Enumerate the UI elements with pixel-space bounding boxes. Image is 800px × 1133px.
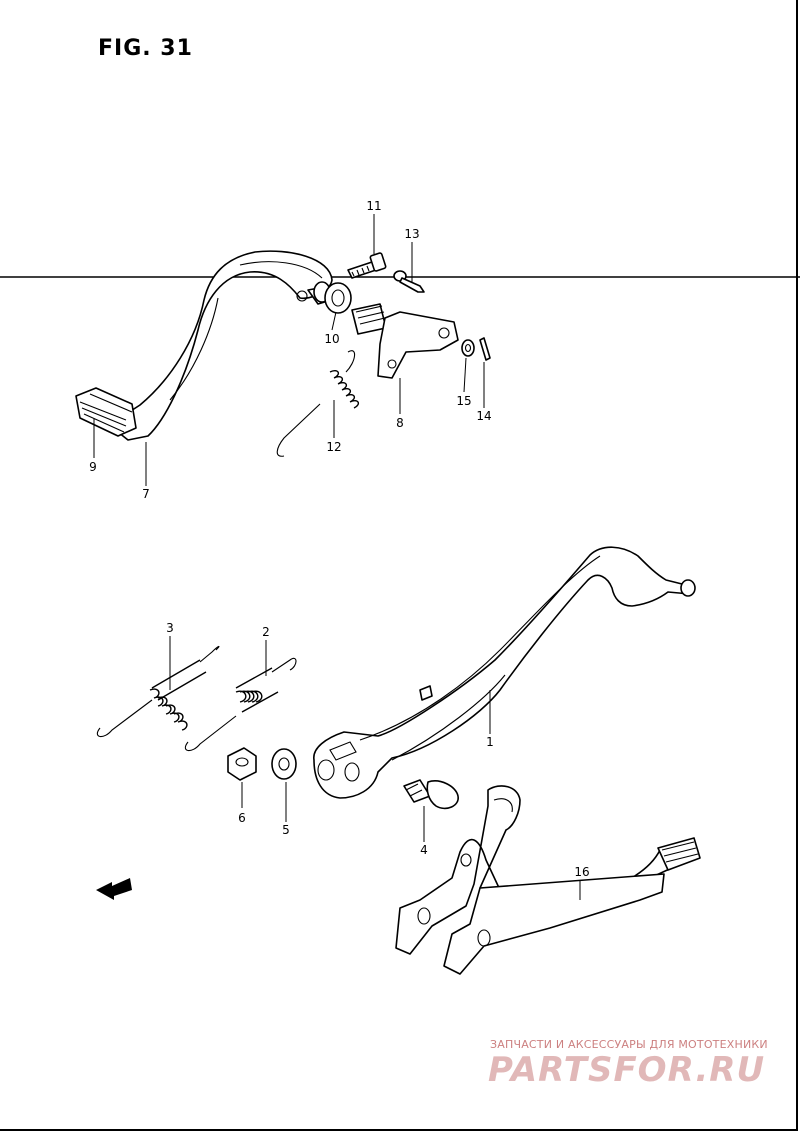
watermark-logo: PARTSFOR.RU <box>488 1050 766 1090</box>
callout-13: 13 <box>404 227 419 241</box>
pin-13 <box>393 270 425 293</box>
side-stand-1 <box>313 546 696 799</box>
spring-2 <box>184 657 297 752</box>
callout-5: 5 <box>282 823 290 837</box>
washer-15 <box>461 339 475 357</box>
callout-12: 12 <box>326 440 341 454</box>
callout-15: 15 <box>456 394 471 408</box>
callout-14: 14 <box>476 409 491 423</box>
callout-11: 11 <box>366 199 381 213</box>
pedal-rubber-9 <box>75 387 137 437</box>
front-arrow-icon <box>96 878 132 900</box>
return-spring-12 <box>276 350 360 457</box>
callout-2: 2 <box>262 625 270 639</box>
callout-8: 8 <box>396 416 404 430</box>
callout-10: 10 <box>324 332 339 346</box>
stand-bolt-4 <box>403 779 459 810</box>
callout-7: 7 <box>142 487 150 501</box>
leader-lines <box>93 214 581 900</box>
callout-9: 9 <box>89 460 97 474</box>
center-stand-16 <box>395 785 701 975</box>
brake-pedal-7 <box>117 250 333 441</box>
callout-numbers: 11 13 10 8 15 14 12 9 7 3 2 1 6 5 4 16 <box>89 199 589 879</box>
callout-6: 6 <box>238 811 246 825</box>
cotter-pin-14 <box>479 337 491 361</box>
washer-10 <box>324 282 352 314</box>
washer-5 <box>271 748 297 780</box>
nut-6 <box>227 747 257 781</box>
watermark-caption: ЗАПЧАСТИ И АКСЕССУАРЫ ДЛЯ МОТОТЕХНИКИ <box>490 1038 768 1051</box>
callout-4: 4 <box>420 843 428 857</box>
figure-title: FIG. 31 <box>98 36 193 61</box>
spring-3 <box>96 645 220 738</box>
callout-1: 1 <box>486 735 494 749</box>
callout-16: 16 <box>574 865 589 879</box>
callout-3: 3 <box>166 621 174 635</box>
bolt-11 <box>347 252 387 279</box>
